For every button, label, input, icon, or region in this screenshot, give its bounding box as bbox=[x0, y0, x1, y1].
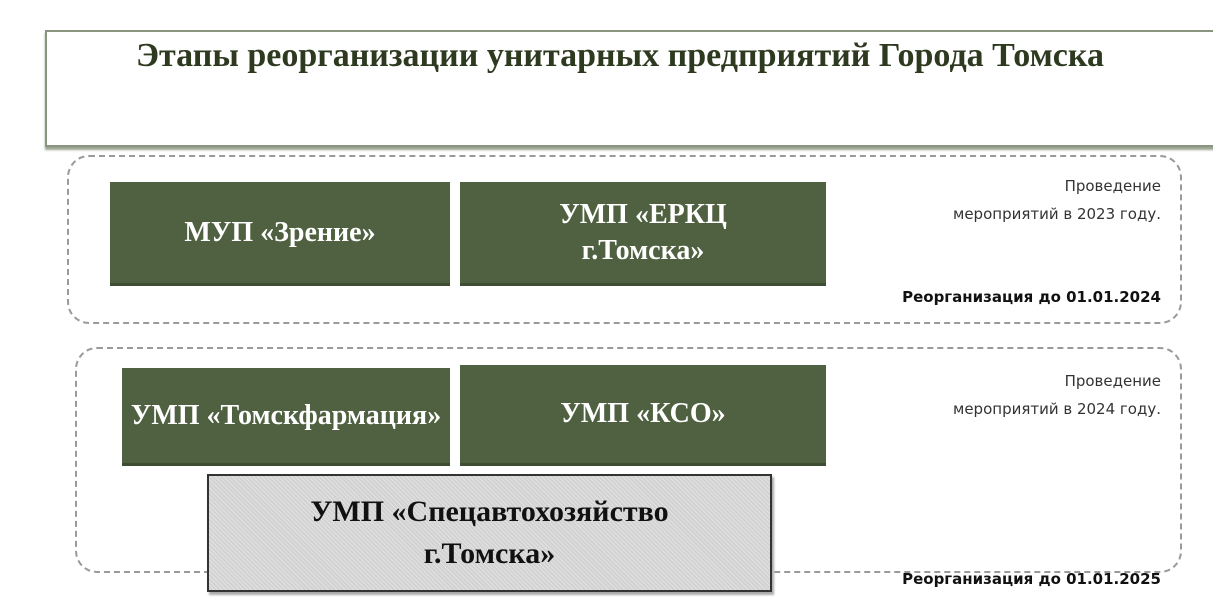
note-line-1: Проведение bbox=[1064, 372, 1161, 390]
enterprise-label: УМП «Спецавтохозяйство г.Томска» bbox=[310, 495, 669, 570]
stage-2023-deadline: Реорганизация до 01.01.2024 bbox=[902, 288, 1161, 306]
stage-2023-group bbox=[67, 155, 1182, 324]
note-line-2: мероприятий в 2024 году. bbox=[953, 400, 1161, 418]
stage-2024-deadline: Реорганизация до 01.01.2025 bbox=[902, 570, 1161, 588]
note-line-2: мероприятий в 2023 году. bbox=[953, 205, 1161, 223]
enterprise-box-zrenie: МУП «Зрение» bbox=[110, 182, 450, 286]
enterprise-box-tomskfarmaciya: УМП «Томскфармация» bbox=[122, 368, 450, 466]
enterprise-box-specavtohozyaystvo: УМП «Спецавтохозяйство г.Томска» bbox=[207, 474, 772, 592]
stage-2023-note: Проведение мероприятий в 2023 году. bbox=[953, 172, 1161, 228]
enterprise-box-kso: УМП «КСО» bbox=[460, 365, 826, 466]
enterprise-box-erkc: УМП «ЕРКЦ г.Томска» bbox=[460, 182, 826, 286]
note-line-1: Проведение bbox=[1064, 177, 1161, 195]
title-frame bbox=[45, 30, 1213, 147]
slide-title: Этапы реорганизации унитарных предприяти… bbox=[136, 37, 1104, 74]
stage-2024-note: Проведение мероприятий в 2024 году. bbox=[953, 367, 1161, 423]
